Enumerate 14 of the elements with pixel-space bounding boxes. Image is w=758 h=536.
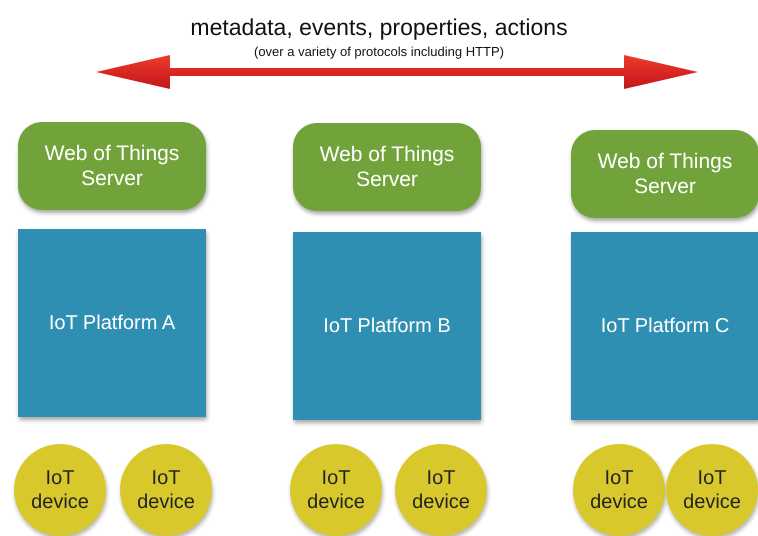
note-text: (over a variety of protocols including HTTP) — [253, 44, 505, 59]
server-box: Web of Things Server — [571, 130, 758, 218]
device-circle: IoT device — [395, 444, 487, 536]
server-box: Web of Things Server — [293, 123, 481, 211]
device-circle: IoT device — [120, 444, 212, 536]
device-circle: IoT device — [14, 444, 106, 536]
server-box: Web of Things Server — [18, 122, 206, 210]
device-circle: IoT device — [573, 444, 665, 536]
platform-box: IoT Platform C — [571, 232, 758, 420]
platform-box: IoT Platform A — [18, 229, 206, 417]
platform-box: IoT Platform B — [293, 232, 481, 420]
device-circle: IoT device — [290, 444, 382, 536]
device-circle: IoT device — [666, 444, 758, 536]
heading-text: metadata, events, properties, actions — [189, 14, 569, 41]
